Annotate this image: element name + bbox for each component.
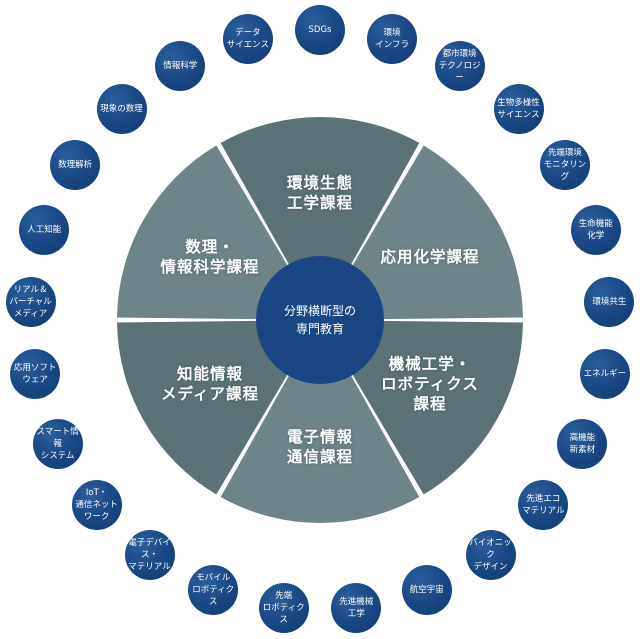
topic-node-label: 情報科学 <box>163 60 198 71</box>
topic-node: エネルギー <box>579 349 630 400</box>
topic-node: IoT・ 通信ネット ワーク <box>71 479 122 530</box>
segment-electronic-communication <box>220 327 420 523</box>
segment-applied-chemistry-label: 応用化学課程 <box>380 247 480 266</box>
topic-node-label: 人工知能 <box>27 225 62 236</box>
topic-node: バイオニック デザイン <box>465 529 516 580</box>
topic-node: 生物多様性 サイエンス <box>493 83 544 134</box>
segment-mechanical-robotics <box>324 320 523 495</box>
topic-node: 環境共生 <box>584 276 635 327</box>
topic-node-label: SDGs <box>308 25 332 35</box>
topic-node-label: 環境共生 <box>592 296 627 307</box>
topic-node: データ サイエンス <box>222 14 273 65</box>
topic-node: 先端環境 モニタリング <box>539 139 590 190</box>
topic-node: リアル＆ バーチャル メディア <box>5 276 56 327</box>
topic-node-label: 先端環境 モニタリング <box>543 147 587 182</box>
segment-intelligent-media <box>117 320 316 495</box>
topic-node: 高機能 新素材 <box>557 418 608 469</box>
topic-node-label: 都市環境 テクノロジー <box>438 48 481 83</box>
topic-node: 先進機械 工学 <box>331 582 382 633</box>
topic-node: 人工知能 <box>19 205 70 256</box>
topic-node: 現象の数理 <box>96 83 147 134</box>
topic-node-label: 先進エコ マテリアル <box>522 493 565 516</box>
topic-node-label: 生命機能 化学 <box>578 219 613 242</box>
topic-node-label: 先端 ロボティクス <box>262 590 305 625</box>
topic-node: 生命機能 化学 <box>570 205 621 256</box>
segment-math-info-science-label: 数理・ 情報科学課程 <box>160 237 260 276</box>
topic-node-label: スマート情報 システム <box>36 426 79 461</box>
topic-node: 電子デバイス・ マテリアル <box>124 529 175 580</box>
topic-node: 航空宇宙 <box>401 564 452 615</box>
topic-node-label: 応用ソフト ウェア <box>13 363 57 386</box>
topic-node: SDGs <box>295 5 345 55</box>
topic-node: 先進エコ マテリアル <box>518 479 569 530</box>
topic-node-label: 先進機械 工学 <box>339 596 374 619</box>
topic-node: 応用ソフト ウェア <box>10 349 61 400</box>
topic-node: モバイル ロボティクス <box>188 564 239 615</box>
topic-node: 情報科学 <box>155 40 206 91</box>
topic-node-label: リアル＆ バーチャル メディア <box>9 284 52 319</box>
segment-electronic-communication-label: 電子情報 通信課程 <box>286 428 354 466</box>
topic-node-label: 高機能 新素材 <box>569 432 596 455</box>
topic-node-label: バイオニック デザイン <box>469 537 512 572</box>
topic-node: スマート情報 システム <box>32 418 83 469</box>
topic-node-label: エネルギー <box>583 369 627 380</box>
topic-node-label: 数理解析 <box>58 159 93 170</box>
segment-applied-chemistry <box>324 145 523 320</box>
topic-node: 数理解析 <box>50 139 101 190</box>
topic-node-label: データ サイエンス <box>226 28 270 51</box>
topic-node-label: IoT・ 通信ネット ワーク <box>75 487 118 522</box>
segment-environmental-ecology <box>220 116 420 313</box>
segment-intelligent-media-label: 知能情報 メディア課程 <box>161 364 259 403</box>
topic-node: 都市環境 テクノロジー <box>434 40 485 91</box>
topic-node-label: モバイル ロボティクス <box>192 572 235 607</box>
center-hub: 分野横断型の 専門教育 <box>256 256 384 384</box>
topic-node-label: 環境 インフラ <box>375 28 409 51</box>
segment-math-info-science <box>117 145 316 320</box>
segment-environmental-ecology-label: 環境生態 工学課程 <box>286 174 354 212</box>
center-label: 分野横断型の 専門教育 <box>283 304 356 336</box>
topic-node-label: 電子デバイス・ マテリアル <box>128 537 171 572</box>
topic-node-label: 現象の数理 <box>100 103 143 114</box>
topic-node: 環境 インフラ <box>367 14 418 65</box>
segment-mechanical-robotics-label: 機械工学・ ロボティクス 課程 <box>381 354 479 413</box>
topic-node: 先端 ロボティクス <box>258 582 309 633</box>
topic-node-label: 生物多様性 サイエンス <box>497 97 540 120</box>
topic-node-label: 航空宇宙 <box>409 584 444 595</box>
